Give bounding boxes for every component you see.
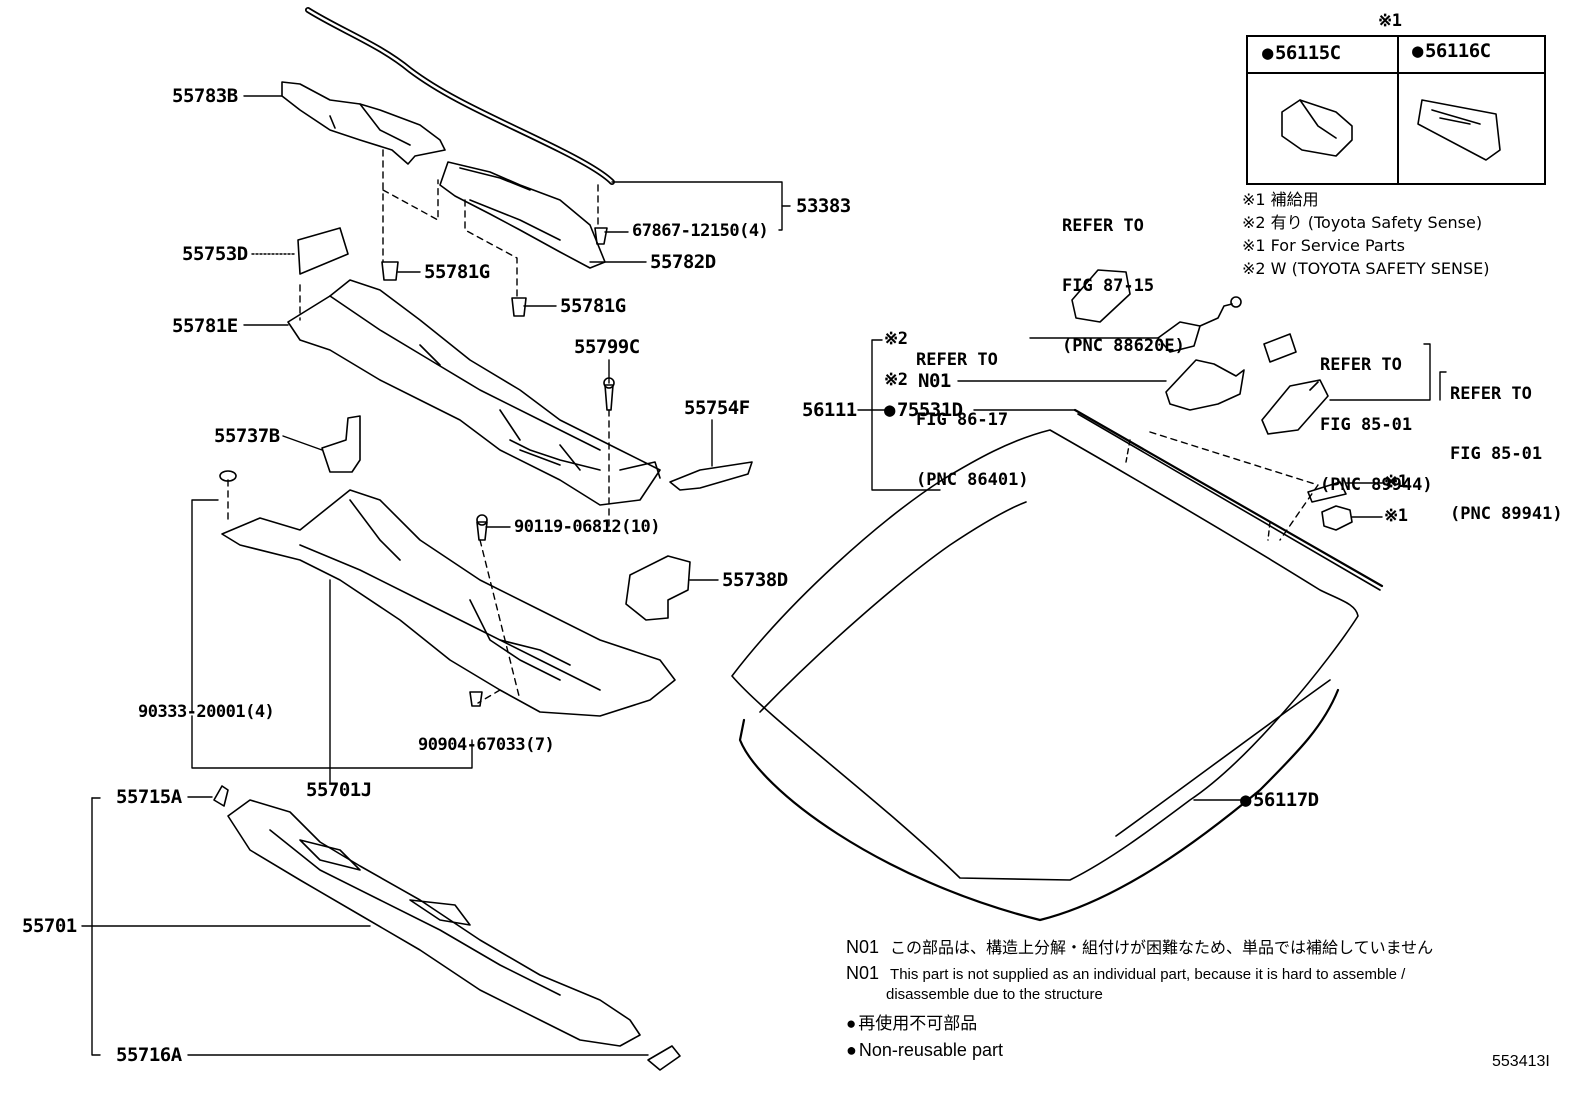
refer-line: FIG 85-01: [1450, 444, 1543, 464]
dash-panel-upper-shape: [221, 489, 676, 717]
refer-fig-86-17[interactable]: REFER TO FIG 86-17 (PNC 86401): [916, 310, 1029, 510]
legend-n01-code: N01: [846, 937, 880, 957]
refer-line: FIG 86-17: [916, 410, 1009, 430]
legend-n01-code: N01: [846, 963, 880, 983]
label-90904: 90904-67033(7): [418, 735, 555, 755]
refer-line: FIG 85-01: [1320, 415, 1413, 435]
label-55716A: 55716A: [116, 1044, 182, 1066]
note-tss-jp: ※2 有り (Toyota Safety Sense): [1242, 213, 1483, 232]
refer-line: REFER TO: [1062, 216, 1144, 236]
figure-id: 553413I: [1492, 1053, 1550, 1070]
inset-part-shapes: [1281, 99, 1501, 161]
label-55753D: 55753D: [182, 243, 248, 265]
inset-divider: [1397, 35, 1399, 185]
cowl-top-ventilator-shape: [287, 279, 661, 506]
refer-line: REFER TO: [1450, 384, 1532, 404]
label-53383: 53383: [796, 195, 851, 217]
label-tss-mark-2: ※2: [884, 370, 908, 390]
refer-line: (PNC 89941): [1450, 504, 1563, 524]
windshield-glass-shape: [731, 408, 1384, 922]
refer-line: REFER TO: [916, 350, 998, 370]
label-55754F: 55754F: [684, 397, 750, 419]
label-55781G-a: 55781G: [424, 261, 490, 283]
bolt-shapes: [469, 514, 488, 707]
label-55701: 55701: [22, 915, 77, 937]
legend-n01-en: N01 This part is not supplied as an indi…: [846, 962, 1405, 986]
legend-n01-jp-text: この部品は、構造上分解・組付けが困難なため、単品では補給していません: [890, 940, 1434, 957]
label-N01: N01: [918, 370, 951, 392]
sensor-parts-shapes: [1071, 269, 1353, 531]
inset-mark: ※1: [1378, 11, 1402, 31]
label-55781E: 55781E: [172, 315, 238, 337]
label-tss-mark-1: ※2: [884, 329, 908, 349]
legend-n01-en-line2: disassemble due to the structure: [886, 986, 1103, 1003]
cowl-louver-left-shape: [281, 81, 446, 165]
refer-fig-85-01-b[interactable]: REFER TO FIG 85-01 (PNC 89941): [1450, 344, 1563, 544]
refer-line: FIG 87-15: [1062, 276, 1155, 296]
label-service-mark-2: ※1: [1384, 506, 1408, 526]
legend-n01-en-text: This part is not supplied as an individu…: [890, 966, 1406, 983]
refer-fig-87-15[interactable]: REFER TO FIG 87-15 (PNC 88620E): [1062, 176, 1185, 376]
bracket-shape: [321, 415, 361, 473]
label-55738D: 55738D: [722, 569, 788, 591]
refer-line: (PNC 86401): [916, 470, 1029, 490]
inset-part-56115C: 56115C: [1262, 43, 1341, 63]
side-seal-shape: [669, 461, 753, 491]
cowl-cover-left-shape: [297, 227, 349, 275]
label-55799C: 55799C: [574, 336, 640, 358]
clip-upper-shape: [213, 785, 229, 807]
inset-header-rule: [1246, 72, 1546, 74]
seal-bracket-shape: [625, 555, 691, 621]
label-service-mark-1: ※1: [1384, 472, 1408, 492]
legend-n01-jp: N01 この部品は、構造上分解・組付けが困難なため、単品では補給していません: [846, 936, 1433, 960]
note-service-en: ※1 For Service Parts: [1242, 236, 1405, 255]
refer-line: (PNC 89944): [1320, 475, 1433, 495]
label-75531D: 75531D: [884, 400, 963, 420]
note-service-jp: ※1 補給用: [1242, 190, 1319, 209]
hood-seal-strip: [305, 7, 615, 185]
label-56111: 56111: [802, 399, 857, 421]
label-55781G-b: 55781G: [560, 295, 626, 317]
label-90119: 90119-06812(10): [514, 517, 661, 537]
refer-line: REFER TO: [1320, 355, 1402, 375]
cowl-louver-right-shape: [439, 161, 606, 269]
label-55701J: 55701J: [306, 779, 372, 801]
label-55783B: 55783B: [172, 85, 238, 107]
washer-shape: [219, 470, 237, 482]
inset-part-56116C: 56116C: [1412, 41, 1491, 61]
dash-panel-lower-shape: [227, 799, 641, 1047]
label-55737B: 55737B: [214, 425, 280, 447]
clip-lower-shape: [647, 1045, 681, 1071]
label-67867: 67867-12150(4): [632, 221, 769, 241]
refer-fig-85-01-a[interactable]: REFER TO FIG 85-01 (PNC 89944): [1320, 315, 1433, 515]
note-tss-en: ※2 W (TOYOTA SAFETY SENSE): [1242, 259, 1490, 278]
refer-line: (PNC 88620E): [1062, 336, 1185, 356]
legend-nonreusable-jp: 再使用不可部品: [846, 1013, 977, 1035]
label-56117D: 56117D: [1240, 790, 1319, 810]
label-55715A: 55715A: [116, 786, 182, 808]
clip-shapes: [381, 227, 615, 411]
label-90333: 90333-20001(4): [138, 702, 275, 722]
inset-box: [1246, 35, 1546, 185]
legend-nonreusable-en: Non-reusable part: [846, 1039, 1003, 1061]
label-55782D: 55782D: [650, 251, 716, 273]
